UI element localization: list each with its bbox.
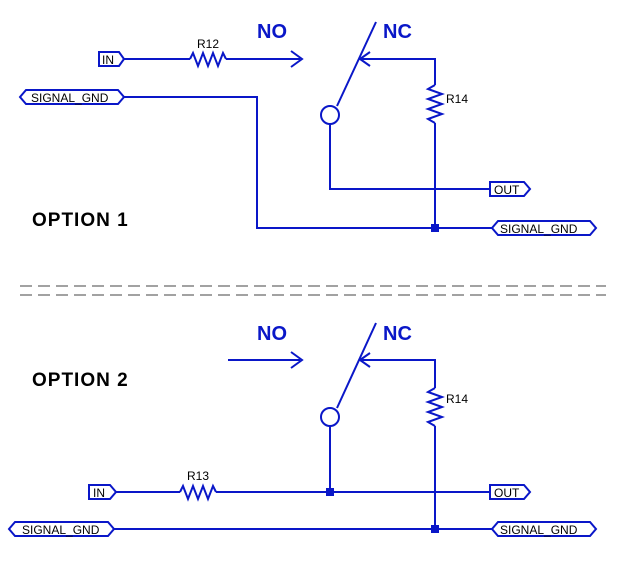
no-contact-label: NO (257, 21, 287, 43)
nc-contact-label: NC (383, 323, 412, 345)
junction-dot (431, 224, 439, 232)
no-arrow (290, 351, 304, 369)
resistor-r14 (425, 387, 445, 427)
nc-contact-label: NC (383, 21, 412, 43)
out-port-flag (489, 181, 532, 197)
switch-pivot (320, 105, 340, 125)
resistor-r14 (425, 84, 445, 124)
junction-dot (431, 525, 439, 533)
out-port-label: OUT (494, 183, 520, 197)
in-port-flag (88, 484, 118, 500)
signal-gnd-right-label: SIGNAL_GND (500, 523, 578, 537)
option-separator (20, 285, 606, 296)
resistor-r13-label: R13 (187, 469, 209, 483)
in-port-label: IN (102, 53, 114, 67)
no-contact-label: NO (257, 323, 287, 345)
option-1-circuit: OPTION 1 IN R12 NO SIGNAL_GND NC R14 OUT (18, 21, 598, 236)
option-2-circuit: OPTION 2 NO NC R14 IN R13 OUT SIGNAL_GND… (7, 322, 598, 537)
resistor-r14-label: R14 (446, 392, 468, 406)
in-port-flag (98, 51, 126, 67)
signal-gnd-right-label: SIGNAL_GND (500, 222, 578, 236)
switch-blade (336, 21, 377, 107)
resistor-r13 (179, 483, 217, 502)
signal-gnd-right-flag (490, 521, 598, 537)
out-port-label: OUT (494, 486, 520, 500)
option-2-title: OPTION 2 (32, 370, 129, 391)
signal-gnd-left-label: SIGNAL_GND (22, 523, 100, 537)
resistor-r12 (189, 50, 227, 69)
junction-dot (326, 488, 334, 496)
switch-blade (336, 322, 377, 409)
in-port-label: IN (93, 486, 105, 500)
nc-wire (360, 359, 436, 388)
switch-pivot (320, 407, 340, 427)
nc-wire (360, 58, 436, 85)
out-port-flag (489, 484, 532, 500)
option-1-title: OPTION 1 (32, 210, 129, 231)
signal-gnd-right-flag (490, 220, 598, 236)
signal-gnd-left-label: SIGNAL_GND (31, 91, 109, 105)
resistor-r14-label: R14 (446, 92, 468, 106)
no-arrow (290, 50, 304, 68)
resistor-r12-label: R12 (197, 37, 219, 51)
signal-gnd-wire (124, 96, 435, 229)
out-wire (329, 124, 490, 190)
